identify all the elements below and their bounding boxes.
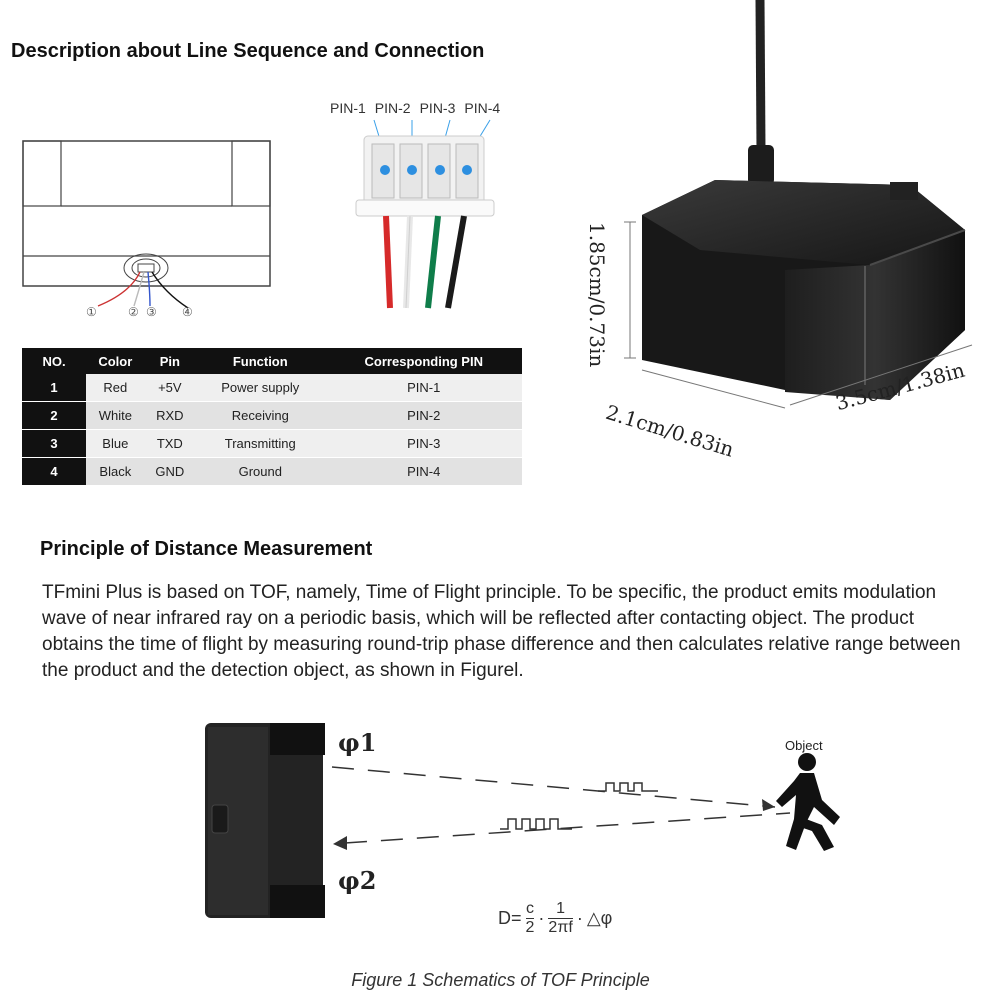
section-heading-line-sequence: Description about Line Sequence and Conn… — [11, 40, 485, 62]
object-label: Object — [785, 738, 823, 753]
cell-pin: TXD — [144, 429, 195, 458]
table-row: 4 Black GND Ground PIN-4 — [22, 457, 522, 486]
cell-no: 2 — [22, 401, 86, 430]
formula-c: c — [525, 900, 534, 917]
table-row: 3 Blue TXD Transmitting PIN-3 — [22, 429, 522, 458]
header-no: NO. — [22, 348, 86, 374]
formula-two: 2 — [525, 919, 535, 936]
product-photo — [624, 0, 973, 409]
header-pin: Pin — [144, 348, 195, 374]
module-outline-drawing — [22, 140, 271, 309]
cell-function: Ground — [195, 457, 326, 486]
cell-corresponding-pin: PIN-4 — [325, 457, 522, 486]
phi1-label: φ1 — [338, 728, 377, 757]
formula-dot-1: · — [538, 908, 545, 928]
formula-two-pi-f: 2πf — [548, 919, 573, 936]
cell-corresponding-pin: PIN-3 — [325, 429, 522, 458]
formula-dot-2: · — [576, 908, 583, 928]
cell-color: Red — [86, 374, 145, 402]
wire-number-1: ① — [86, 305, 97, 319]
pin-labels: PIN-1 PIN-2 PIN-3 PIN-4 — [330, 100, 500, 116]
pin-label-1: PIN-1 — [330, 100, 366, 116]
header-corresponding-pin: Corresponding PIN — [325, 348, 522, 374]
table-row: 2 White RXD Receiving PIN-2 — [22, 401, 522, 430]
fraction-c-over-2: c 2 — [525, 900, 535, 937]
wire-number-4: ④ — [182, 305, 193, 319]
pin-label-3: PIN-3 — [419, 100, 456, 116]
cell-color: Black — [86, 457, 145, 486]
cell-no: 3 — [22, 429, 86, 458]
cell-pin: GND — [144, 457, 195, 486]
formula-one: 1 — [556, 900, 566, 917]
cell-corresponding-pin: PIN-2 — [325, 401, 522, 430]
pin-label-2: PIN-2 — [374, 100, 411, 116]
cell-function: Transmitting — [195, 429, 326, 458]
cell-no: 4 — [22, 457, 86, 486]
header-color: Color — [86, 348, 145, 374]
dimension-height: 1.85cm/0.73in — [585, 222, 609, 368]
table-row: 1 Red +5V Power supply PIN-1 — [22, 374, 522, 402]
header-function: Function — [195, 348, 326, 374]
cell-function: Power supply — [195, 374, 326, 402]
pin-label-4: PIN-4 — [464, 100, 501, 116]
table-header-row: NO. Color Pin Function Corresponding PIN — [22, 348, 522, 374]
wire-number-2: ② — [128, 305, 139, 319]
connector-illustration — [355, 119, 495, 309]
section-heading-principle: Principle of Distance Measurement — [40, 538, 373, 560]
cell-corresponding-pin: PIN-1 — [325, 374, 522, 402]
pin-spec-table: NO. Color Pin Function Corresponding PIN… — [22, 348, 522, 486]
tof-diagram — [205, 723, 840, 918]
formula-delta-phi: △φ — [586, 908, 613, 928]
phi2-label: φ2 — [338, 866, 377, 895]
cell-pin: RXD — [144, 401, 195, 430]
formula-lhs: D= — [498, 908, 522, 928]
cell-pin: +5V — [144, 374, 195, 402]
cell-function: Receiving — [195, 401, 326, 430]
distance-formula: D= c 2 · 1 2πf · △φ — [498, 900, 612, 937]
cell-color: Blue — [86, 429, 145, 458]
fraction-1-over-2pif: 1 2πf — [548, 900, 573, 937]
figure-caption: Figure 1 Schematics of TOF Principle — [351, 970, 650, 990]
cell-no: 1 — [22, 374, 86, 402]
principle-paragraph: TFmini Plus is based on TOF, namely, Tim… — [42, 582, 961, 681]
cell-color: White — [86, 401, 145, 430]
wire-number-3: ③ — [146, 305, 157, 319]
